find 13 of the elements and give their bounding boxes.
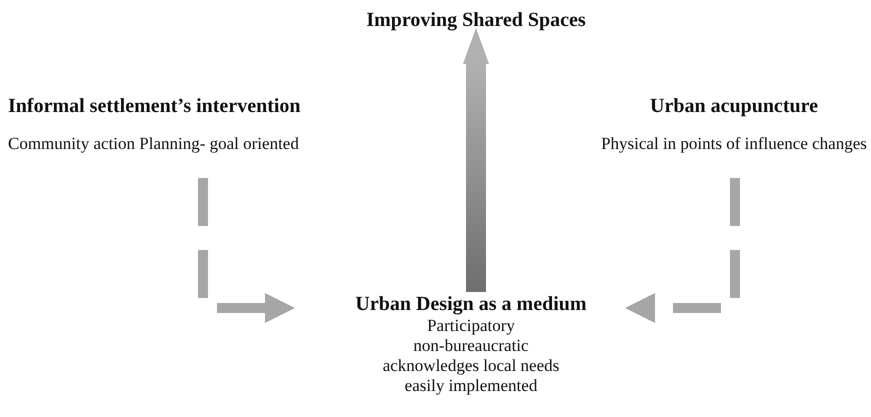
description-text: non-bureaucratic [412,336,530,356]
description-text: Physical in points of influence changes [600,134,868,154]
section-heading: Urban acupuncture [649,94,819,118]
heading-text: Improving Shared Spaces [365,8,587,32]
dashed-arrow [625,178,740,323]
description-text: acknowledges local needs [382,356,560,376]
description-text: Community action Planning- goal oriented [8,134,300,154]
description-text: Participatory [426,316,516,336]
description-text: easily implemented [404,376,538,396]
section-heading: Informal settlement’s intervention [8,94,302,118]
dashed-arrow [198,178,295,323]
large-arrow [463,28,489,292]
heading-text: Urban Design as a medium [354,292,588,316]
